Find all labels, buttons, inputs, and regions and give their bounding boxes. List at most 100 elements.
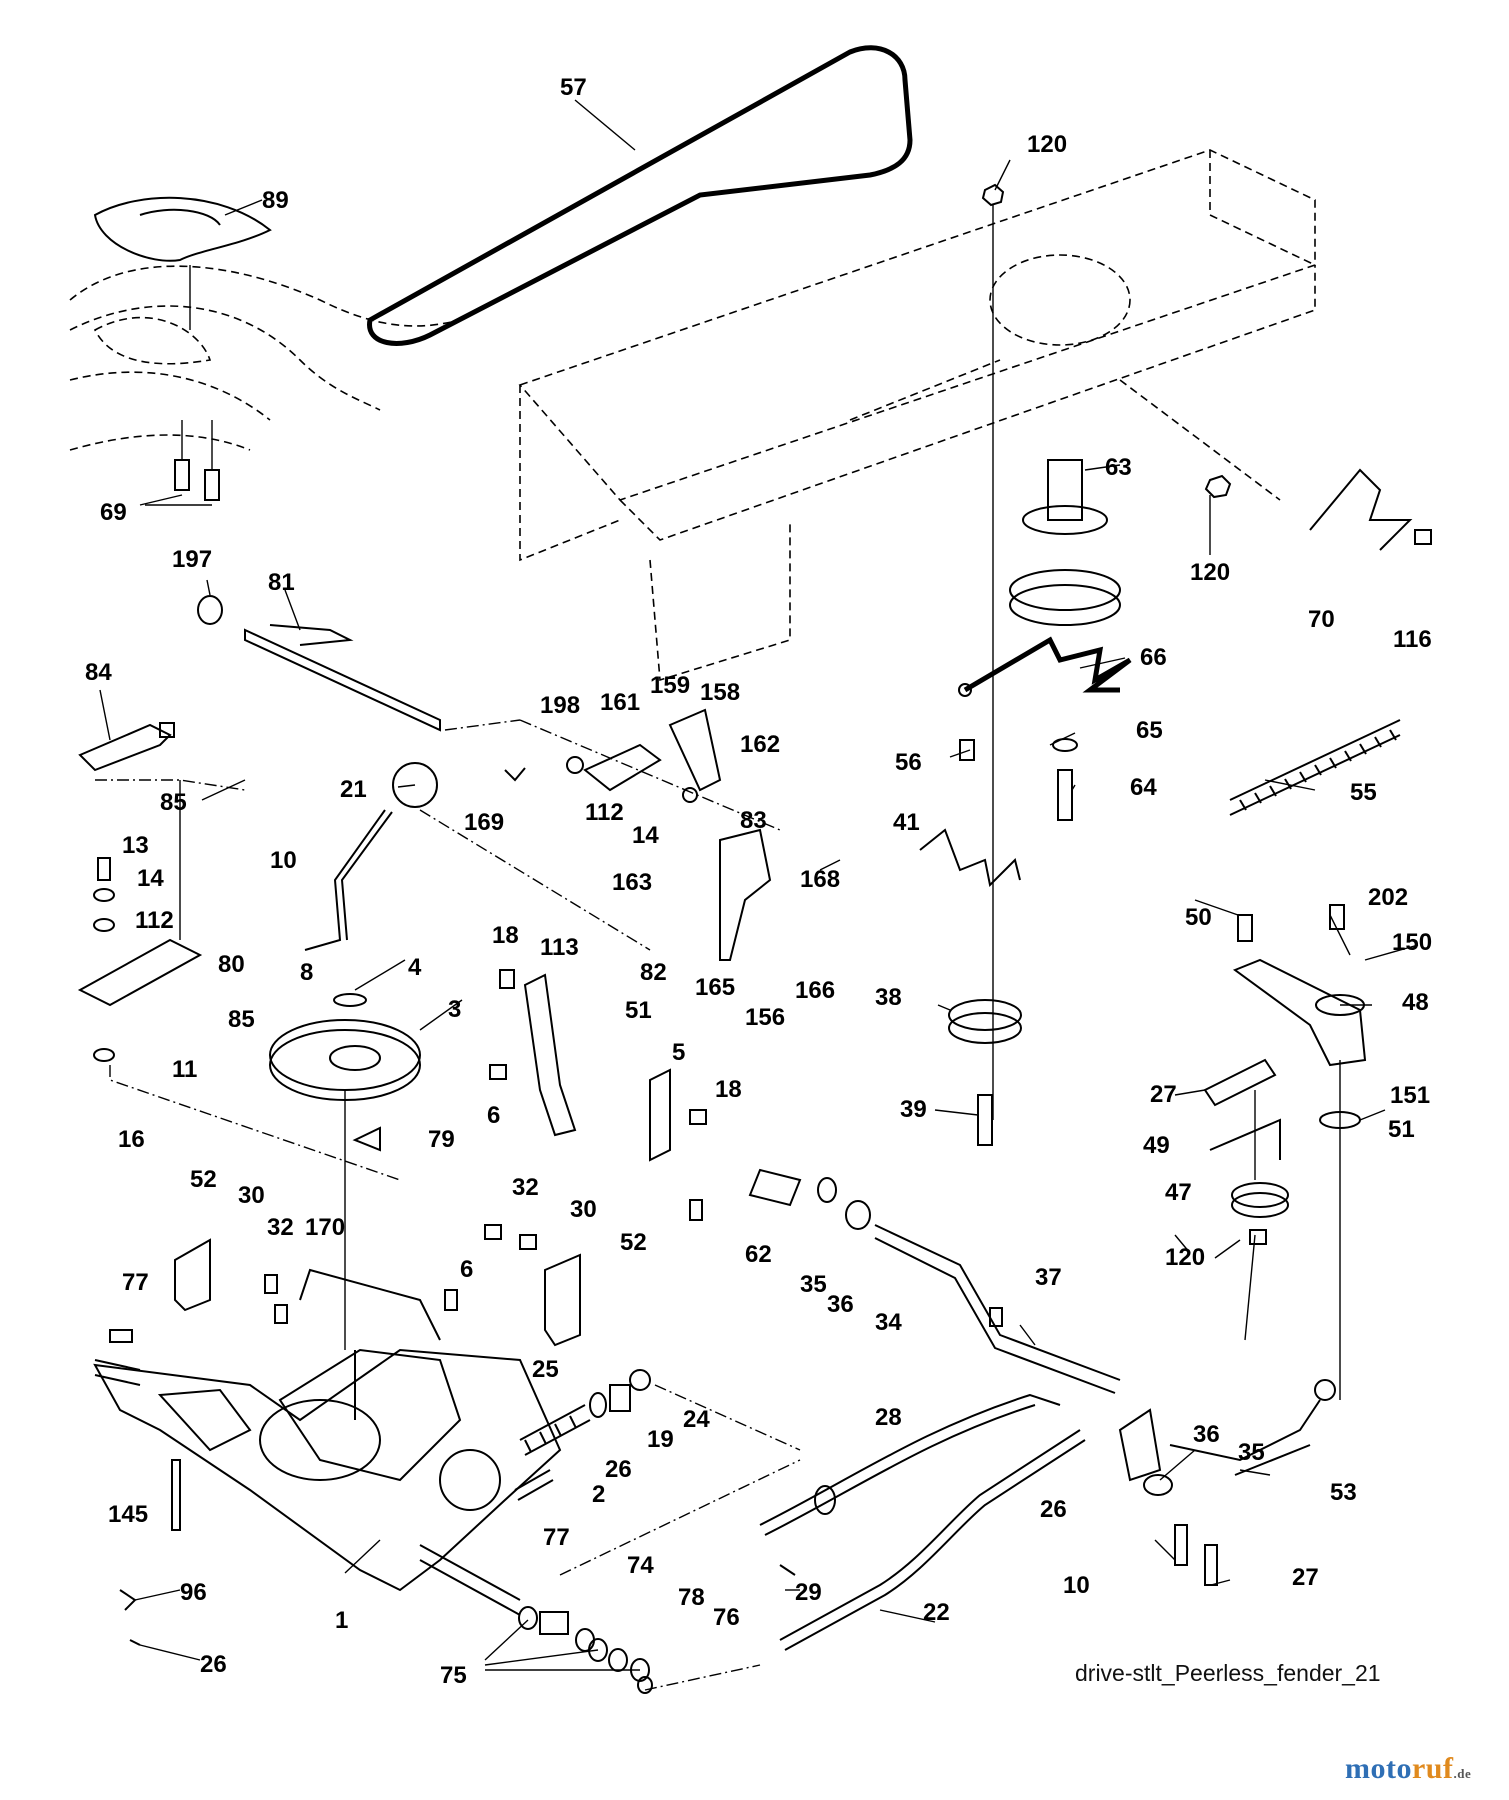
label-36a: 36 xyxy=(827,1291,854,1318)
label-163: 163 xyxy=(612,869,652,896)
label-50: 50 xyxy=(1185,904,1212,931)
label-120a: 120 xyxy=(1027,131,1067,158)
label-57: 57 xyxy=(560,74,587,101)
label-6a: 6 xyxy=(487,1102,500,1129)
label-25: 25 xyxy=(532,1356,559,1383)
label-56: 56 xyxy=(895,749,922,776)
label-36b: 36 xyxy=(1193,1421,1220,1448)
label-169: 169 xyxy=(464,809,504,836)
label-4: 4 xyxy=(408,954,422,981)
label-8: 8 xyxy=(300,959,313,986)
label-113: 113 xyxy=(540,934,579,961)
label-51b: 51 xyxy=(1388,1116,1415,1143)
mount-brackets xyxy=(109,1224,581,1531)
label-19: 19 xyxy=(647,1426,674,1453)
shaft-81 xyxy=(197,595,521,732)
label-112b: 112 xyxy=(135,907,174,934)
label-75: 75 xyxy=(440,1662,467,1689)
label-120b: 120 xyxy=(1190,559,1230,586)
label-26a: 26 xyxy=(605,1456,632,1483)
label-27b: 27 xyxy=(1292,1564,1319,1591)
label-21: 21 xyxy=(340,776,367,803)
label-112a: 112 xyxy=(585,799,624,826)
label-151: 151 xyxy=(1390,1082,1430,1109)
label-1: 1 xyxy=(335,1607,348,1634)
label-47: 47 xyxy=(1165,1179,1192,1206)
label-28: 28 xyxy=(875,1404,902,1431)
label-96: 96 xyxy=(180,1579,207,1606)
label-14a: 14 xyxy=(632,822,659,849)
label-156: 156 xyxy=(745,1004,785,1031)
label-30a: 30 xyxy=(238,1182,265,1209)
label-116: 116 xyxy=(1393,626,1432,653)
label-39: 39 xyxy=(900,1096,927,1123)
label-41: 41 xyxy=(893,809,920,836)
label-62: 62 xyxy=(745,1241,772,1268)
leader-lines xyxy=(99,99,1419,1671)
label-10b: 10 xyxy=(1063,1572,1090,1599)
bracket-80 xyxy=(77,780,401,1181)
label-18b: 18 xyxy=(715,1076,742,1103)
label-150: 150 xyxy=(1392,929,1432,956)
label-165: 165 xyxy=(695,974,735,1001)
label-34: 34 xyxy=(875,1309,902,1336)
label-69: 69 xyxy=(100,499,127,526)
pulley-3 xyxy=(269,993,421,1350)
drive-belt xyxy=(367,45,913,346)
label-37: 37 xyxy=(1035,1264,1062,1291)
label-32b: 32 xyxy=(512,1174,539,1201)
chassis-frame xyxy=(518,149,1316,682)
label-53: 53 xyxy=(1330,1479,1357,1506)
label-14b: 14 xyxy=(137,865,164,892)
label-198: 198 xyxy=(540,692,580,719)
label-80: 80 xyxy=(218,951,245,978)
washers-75 xyxy=(119,1459,801,1694)
rods-28-22 xyxy=(759,1379,1336,1651)
label-35a: 35 xyxy=(800,1271,827,1298)
label-77a: 77 xyxy=(122,1269,149,1296)
label-32a: 32 xyxy=(267,1214,294,1241)
label-10a: 10 xyxy=(270,847,297,874)
label-48: 48 xyxy=(1402,989,1429,1016)
diagram-caption: drive-stlt_Peerless_fender_21 xyxy=(1075,1660,1381,1686)
label-170: 170 xyxy=(305,1214,345,1241)
label-197: 197 xyxy=(172,546,212,573)
fender-cap xyxy=(93,196,272,330)
idler-pulley-stack xyxy=(919,183,1232,1146)
label-24: 24 xyxy=(683,1406,710,1433)
label-18a: 18 xyxy=(492,922,519,949)
label-27a: 27 xyxy=(1150,1081,1177,1108)
label-81: 81 xyxy=(268,569,295,596)
label-63: 63 xyxy=(1105,454,1132,481)
label-85a: 85 xyxy=(160,789,187,816)
label-77b: 77 xyxy=(543,1524,570,1551)
label-30b: 30 xyxy=(570,1196,597,1223)
label-76: 76 xyxy=(713,1604,740,1631)
label-166: 166 xyxy=(795,977,835,1004)
transaxle xyxy=(93,1268,562,1616)
label-66: 66 xyxy=(1140,644,1167,671)
label-51a: 51 xyxy=(625,997,652,1024)
label-35b: 35 xyxy=(1238,1439,1265,1466)
label-11: 11 xyxy=(172,1056,197,1083)
label-26b: 26 xyxy=(1040,1496,1067,1523)
label-26c: 26 xyxy=(200,1651,227,1678)
label-2: 2 xyxy=(592,1481,605,1508)
watermark-suffix: .de xyxy=(1453,1766,1472,1781)
label-79: 79 xyxy=(428,1126,455,1153)
spring-55 xyxy=(1229,719,1401,816)
label-3: 3 xyxy=(448,996,461,1023)
label-145: 145 xyxy=(108,1501,148,1528)
label-168: 168 xyxy=(800,866,840,893)
rod-70 xyxy=(1309,468,1432,551)
label-64: 64 xyxy=(1130,774,1157,801)
label-158: 158 xyxy=(700,679,740,706)
label-84: 84 xyxy=(85,659,112,686)
rod-34-37 xyxy=(748,1168,1218,1586)
label-13: 13 xyxy=(122,832,149,859)
label-49: 49 xyxy=(1143,1132,1170,1159)
watermark-part-b: ruf xyxy=(1411,1752,1454,1785)
callout-labels: 57 89 120 63 120 70 116 69 197 81 66 84 … xyxy=(85,74,1432,1689)
label-82: 82 xyxy=(640,959,667,986)
